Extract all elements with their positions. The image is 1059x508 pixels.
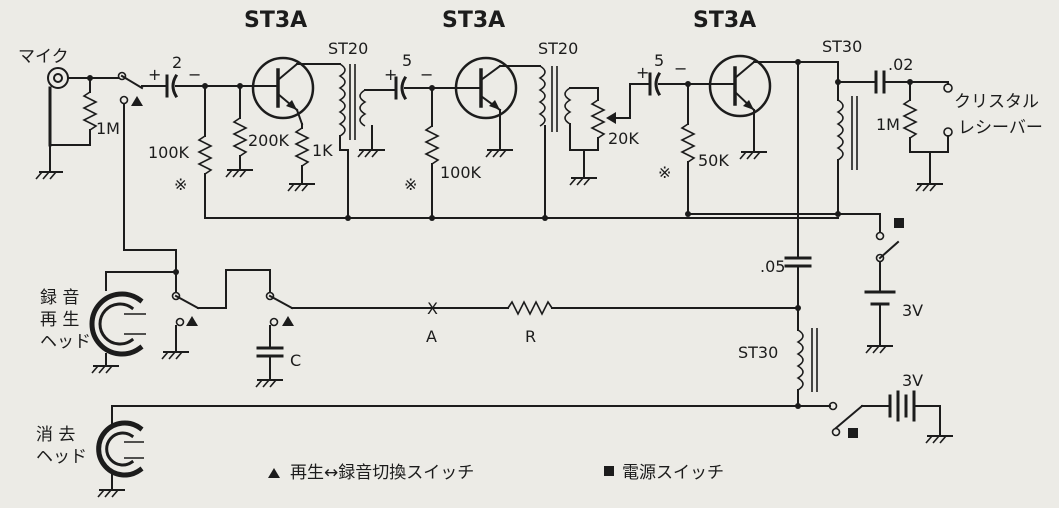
transformer-st20-1 (338, 63, 367, 140)
resistor-100k-bias1 (197, 135, 213, 175)
power-square-icon (604, 466, 614, 476)
note-mark-1: ※ (174, 175, 187, 194)
erase-head-label-1: 消 去 (36, 425, 75, 445)
c3-minus: − (674, 59, 687, 78)
transformer-st20-1-label: ST20 (328, 39, 368, 58)
point-a-label: A (426, 327, 437, 346)
transistor-1-title: ST3A (244, 8, 307, 33)
erase-head-symbol (96, 420, 144, 478)
power-switch-1 (875, 213, 904, 263)
power-switch-2 (828, 401, 864, 438)
resistor-1m-mic (82, 91, 98, 131)
ground-crystal (915, 183, 943, 192)
mic-label: マイク (18, 47, 69, 67)
crystal-terminal-1 (943, 83, 953, 93)
c1-minus: − (188, 65, 201, 84)
resistor-r-label: R (525, 327, 536, 346)
legend-switch-label: 再生↔録音切換スイッチ (290, 463, 474, 483)
transformer-st30-1 (836, 96, 858, 170)
battery-3v-1 (864, 290, 896, 306)
rec-head-label-1: 録 音 (40, 288, 79, 308)
c1-label: 2 (172, 53, 182, 72)
erase-head-label-2: ヘッド (36, 447, 87, 467)
note-mark-3: ※ (658, 163, 671, 182)
ground-erase-head (97, 489, 125, 498)
capacitor-c (256, 346, 284, 358)
capacitor-c-label: C (290, 351, 301, 370)
potentiometer-20k (590, 99, 606, 139)
transformer-st20-2 (538, 65, 572, 132)
ground-200k (225, 169, 253, 178)
transformer-st30-2-label: ST30 (738, 343, 778, 362)
ground-rec-head (91, 365, 119, 374)
transistor-3-symbol (708, 54, 772, 118)
ground-mic (35, 171, 63, 180)
capacitor-5uf-2 (648, 71, 662, 97)
c2-minus: − (420, 65, 433, 84)
transistor-2-title: ST3A (442, 8, 505, 33)
ground-pot (569, 177, 597, 186)
capacitor-5uf-1 (394, 75, 408, 101)
resistor-r (507, 300, 553, 316)
rec-play-switch-2 (171, 291, 200, 327)
rec-play-head-symbol (89, 291, 146, 357)
ground-battery-1 (865, 345, 893, 354)
ground-cap-c (255, 379, 283, 388)
ground-st20-1 (357, 149, 385, 158)
resistor-100k-bias1-label: 100K (148, 143, 190, 162)
resistor-50k (680, 123, 696, 163)
resistor-200k (232, 117, 248, 157)
transformer-st20-2-label: ST20 (538, 39, 578, 58)
microphone-symbol (47, 67, 69, 173)
note-mark-2: ※ (404, 175, 417, 194)
rec-head-label-2: 再 生 (40, 310, 79, 330)
rec-play-switch-1 (117, 71, 144, 106)
c1-plus: + (148, 65, 161, 84)
transistor-3-title: ST3A (693, 8, 756, 33)
ground-battery-2 (925, 435, 953, 444)
capacitor-02-label: .02 (888, 55, 913, 74)
point-a-mark: X (427, 299, 438, 318)
battery-3v-2-label: 3V (902, 371, 923, 390)
rec-head-label-3: ヘッド (40, 332, 91, 352)
c3-plus: + (636, 63, 649, 82)
crystal-receiver-label-1: クリスタル (954, 92, 1039, 112)
battery-3v-1-label: 3V (902, 301, 923, 320)
resistor-100k-bias2 (424, 125, 440, 165)
c3-label: 5 (654, 51, 664, 70)
ground-tr2 (485, 149, 513, 158)
transistor-1-symbol (251, 56, 315, 120)
capacitor-05-label: .05 (760, 257, 785, 276)
rec-play-switch-3 (265, 291, 294, 327)
resistor-100k-bias2-label: 100K (440, 163, 482, 182)
ground-switch-2 (161, 351, 189, 360)
crystal-receiver-label-2: レシーバー (958, 118, 1043, 138)
transformer-st30-1-label: ST30 (822, 37, 862, 56)
capacitor-02 (874, 70, 886, 94)
crystal-terminal-2 (943, 127, 953, 137)
capacitor-05 (784, 256, 812, 268)
resistor-1m-out (902, 99, 918, 139)
capacitor-2uf (165, 73, 179, 99)
ground-1k (287, 183, 315, 192)
resistor-1k-label: 1K (312, 141, 333, 160)
ground-tr3 (739, 151, 767, 160)
c2-plus: + (384, 65, 397, 84)
battery-3v-2 (888, 390, 916, 422)
resistor-200k-label: 200K (248, 131, 290, 150)
legend-power-label: 電源スイッチ (622, 463, 724, 483)
resistor-1m-out-label: 1M (876, 115, 900, 134)
resistor-1k (294, 127, 310, 167)
c2-label: 5 (402, 51, 412, 70)
transistor-2-symbol (454, 56, 518, 120)
switch-triangle-icon (268, 468, 280, 478)
resistor-50k-label: 50K (698, 151, 729, 170)
legend: 再生↔録音切換スイッチ 電源スイッチ (268, 463, 724, 483)
resistor-1m-mic-label: 1M (96, 119, 120, 138)
potentiometer-20k-label: 20K (608, 129, 639, 148)
transformer-st30-2 (796, 328, 818, 392)
